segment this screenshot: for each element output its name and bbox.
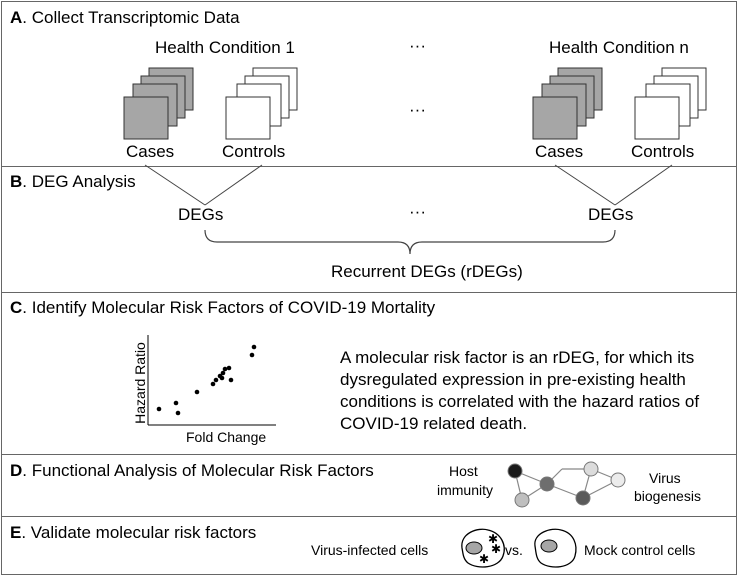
controls-label-1: Controls (222, 142, 286, 161)
mock-cell (534, 528, 577, 568)
ellipsis-top: ··· (409, 36, 426, 55)
infected-cells-label: Virus-infected cells (311, 542, 429, 558)
section-e-title: E. Validate molecular risk factors (10, 523, 257, 542)
controls-stack-n (634, 67, 707, 140)
controls-stack-1 (225, 67, 298, 140)
section-d-title: D. Functional Analysis of Molecular Risk… (10, 461, 374, 480)
condition-n-label: Health Condition n (549, 38, 689, 57)
virus-label: Virus (649, 470, 681, 486)
degs-label-1: DEGs (178, 205, 224, 224)
biogenesis-label: biogenesis (634, 488, 701, 504)
recurrent-brace (204, 229, 616, 255)
infected-cell: ✱ ✱ ✱ (461, 528, 505, 568)
network-edges (514, 468, 619, 501)
svg-text:✱: ✱ (488, 532, 498, 546)
recurrent-degs-label: Recurrent DEGs (rDEGs) (331, 262, 523, 281)
svg-text:✱: ✱ (491, 542, 501, 556)
ellipsis-middle: ··· (409, 100, 426, 119)
section-a-title: A. Collect Transcriptomic Data (10, 8, 240, 27)
cases-stack-1 (123, 67, 194, 140)
vs-label: vs. (505, 542, 523, 558)
mock-cells-label: Mock control cells (584, 542, 696, 558)
section-c-title: C. Identify Molecular Risk Factors of CO… (10, 298, 436, 317)
degs-ellipsis: ··· (409, 202, 426, 221)
scatter-axes (147, 335, 276, 426)
immunity-label: immunity (437, 482, 494, 498)
fold-change-label: Fold Change (186, 429, 267, 445)
cases-label-1: Cases (126, 142, 175, 161)
cases-label-n: Cases (535, 142, 584, 161)
controls-label-n: Controls (631, 142, 695, 161)
section-b-title: B. DEG Analysis (10, 172, 136, 191)
risk-description-line-1: A molecular risk factor is an rDEG, for … (340, 348, 695, 367)
host-label: Host (449, 463, 478, 479)
network-nodes (507, 461, 626, 508)
section-e-box (1, 516, 737, 575)
condition-1-label: Health Condition 1 (155, 38, 295, 57)
deg-lines (144, 164, 673, 206)
svg-text:✱: ✱ (479, 552, 489, 566)
degs-label-n: DEGs (588, 205, 634, 224)
cases-stack-n (532, 67, 603, 140)
risk-description-line-2: dysregulated expression in pre-existing … (340, 370, 686, 389)
risk-description-line-3: conditions is correlated with the hazard… (340, 392, 700, 411)
scatter-points (156, 344, 257, 416)
risk-description-line-4: COVID-19 related death. (340, 414, 528, 433)
